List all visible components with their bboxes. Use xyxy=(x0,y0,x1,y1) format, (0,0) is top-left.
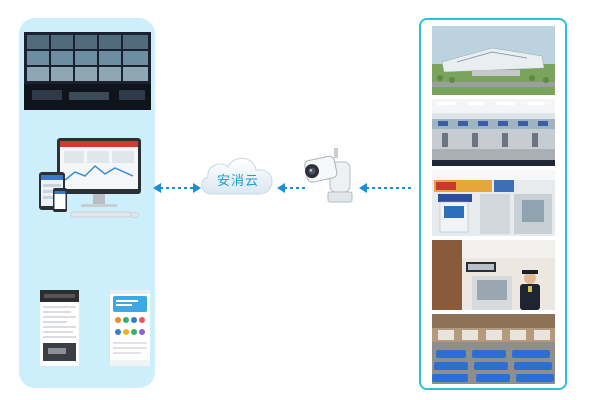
cloud-label: 安消云 xyxy=(216,174,259,189)
site-photo-panel xyxy=(419,18,567,390)
mobile-app-screen-2 xyxy=(110,290,150,366)
video-wall-photo xyxy=(24,32,151,110)
ptz-security-camera-icon xyxy=(304,148,353,203)
dotted-arrow-camera-to-cloud xyxy=(277,183,306,193)
security-guard-entrance-photo xyxy=(432,240,555,310)
self-service-kiosk-photo xyxy=(432,170,555,236)
desktop-devices-illustration xyxy=(37,136,149,228)
mobile-app-screen-1 xyxy=(40,290,79,366)
airport-checkin-hall-photo xyxy=(432,99,555,166)
airport-terminal-aerial-photo xyxy=(432,26,555,95)
cloud-icon xyxy=(201,157,273,195)
client-panel xyxy=(19,18,155,388)
waiting-hall-seats-photo xyxy=(432,314,555,384)
dotted-arrow-sites-to-camera xyxy=(359,183,414,193)
dotted-arrow-cloud-to-client xyxy=(153,183,201,193)
